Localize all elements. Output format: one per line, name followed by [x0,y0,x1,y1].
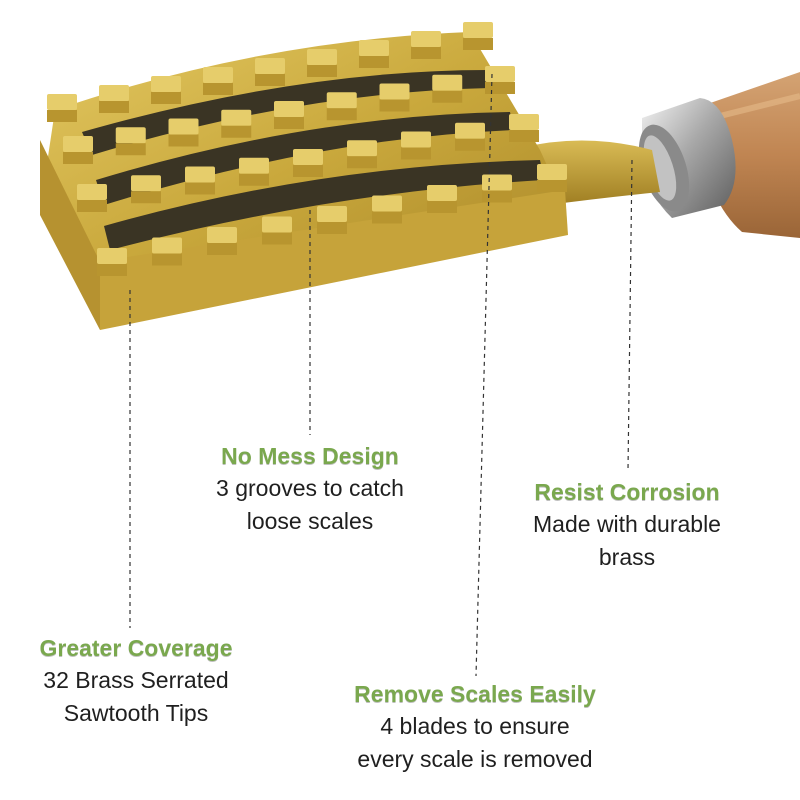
sawtooth-tip-side [207,243,237,255]
sawtooth-tip-side [485,82,515,94]
sawtooth-tip [347,140,377,157]
sawtooth-tip-side [239,173,269,186]
sawtooth-tip-side [307,65,337,77]
sawtooth-tip-side [401,147,431,160]
sawtooth-tip-side [509,130,539,142]
sawtooth-tip-side [151,92,181,104]
callout-desc-line: 4 blades to ensure [380,713,570,739]
sawtooth-tip [509,114,539,130]
sawtooth-tip [207,227,237,243]
sawtooth-tip [326,92,357,109]
sawtooth-tip [293,149,323,165]
sawtooth-tip [372,195,402,212]
callout-greater-coverage: Greater Coverage 32 Brass Serrated Sawto… [39,632,232,730]
sawtooth-tip-side [262,232,292,245]
sawtooth-tip [411,31,441,47]
sawtooth-tip [77,184,107,200]
callout-desc-line: every scale is removed [357,746,593,772]
sawtooth-tip [99,85,129,101]
sawtooth-tip-side [221,125,252,138]
sawtooth-tip [427,185,457,201]
sawtooth-tip [168,118,199,135]
sawtooth-tip [379,83,410,100]
sawtooth-tip [359,40,389,56]
callout-title: Resist Corrosion [534,479,720,505]
sawtooth-tip-side [168,134,199,147]
sawtooth-tip-side [77,200,107,212]
callout-desc-line: Made with durable [533,511,721,537]
sawtooth-tip [485,66,515,82]
sawtooth-tip [152,237,182,254]
sawtooth-tip [274,101,304,117]
sawtooth-tip [97,248,127,264]
sawtooth-tip [47,94,77,110]
sawtooth-tip [115,127,146,144]
sawtooth-tip [482,174,512,191]
sawtooth-tip-side [463,38,493,50]
sawtooth-tip-side [63,152,93,164]
sawtooth-tip [317,206,347,222]
sawtooth-tip-side [293,165,323,177]
callout-desc-line: 32 Brass Serrated [43,667,229,693]
sawtooth-tip [185,166,215,183]
sawtooth-tip-side [255,74,285,86]
resist-leader-line [627,159,633,471]
sawtooth-tip-side [317,222,347,234]
sawtooth-tip-side [99,101,129,113]
sawtooth-tip [203,67,233,83]
callout-desc-line: brass [598,544,656,570]
callout-title: Remove Scales Easily [354,681,596,707]
sawtooth-tip-side [427,201,457,213]
sawtooth-tip [455,122,485,139]
callout-resist-corrosion: Resist Corrosion Made with durable brass [533,476,721,574]
sawtooth-tip [262,216,292,233]
sawtooth-tip [463,22,493,38]
sawtooth-tip [255,58,285,74]
sawtooth-tip-side [455,138,485,151]
sawtooth-tip [131,175,161,192]
callout-no-mess: No Mess Design 3 grooves to catch loose … [216,440,404,538]
callout-title: No Mess Design [221,443,399,469]
sawtooth-tip-side [482,190,512,203]
sawtooth-tip-side [372,211,402,224]
sawtooth-tip [401,131,431,148]
sawtooth-tip-side [115,143,146,156]
sawtooth-tip [307,49,337,65]
sawtooth-tip-side [379,99,410,112]
sawtooth-tip [239,157,269,174]
callout-desc-line: 3 grooves to catch [216,475,404,501]
sawtooth-tip-side [203,83,233,95]
sawtooth-tip [151,76,181,92]
leader-lines [129,73,633,677]
sawtooth-tip-side [411,47,441,59]
callout-desc-line: Sawtooth Tips [63,700,209,726]
sawtooth-tip-side [359,56,389,68]
sawtooth-tip [63,136,93,152]
sawtooth-tip-side [347,156,377,169]
sawtooth-tip-side [537,180,567,192]
sawtooth-tip-side [152,253,182,266]
sawtooth-tip-side [432,90,463,103]
callout-remove-scales: Remove Scales Easily 4 blades to ensure … [354,678,596,776]
sawtooth-tip-side [326,108,357,121]
callout-title: Greater Coverage [39,635,233,661]
sawtooth-tips [47,22,567,276]
sawtooth-tip-side [185,182,215,195]
sawtooth-tip-side [274,117,304,129]
sawtooth-tip [221,109,252,126]
sawtooth-tip [537,164,567,180]
sawtooth-tip-side [97,264,127,276]
sawtooth-tip [432,74,463,91]
callout-desc-line: loose scales [246,508,374,534]
sawtooth-tip-side [131,191,161,204]
sawtooth-tip-side [47,110,77,122]
